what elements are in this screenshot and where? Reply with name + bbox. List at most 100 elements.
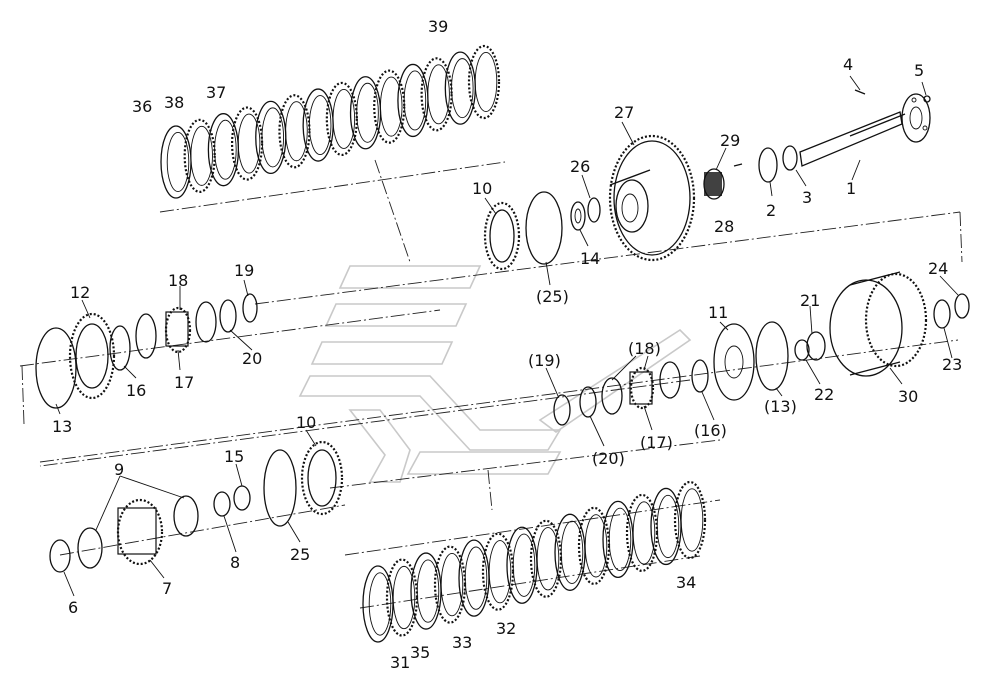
bottom-clutch-plate-stack (362, 480, 707, 643)
callout-20: 20 (242, 349, 262, 368)
callout-7: 7 (162, 579, 172, 598)
bottom-clutch-plate-inner (512, 533, 536, 597)
callout-39: 39 (428, 17, 448, 36)
bottom-clutch-plate (410, 552, 442, 630)
top-clutch-plate-inner (308, 95, 332, 156)
callout-10-lower: 10 (296, 413, 316, 432)
callout-25: 25 (290, 545, 310, 564)
bottom-clutch-plate-inner (392, 565, 416, 630)
shaft-part-1 (799, 89, 931, 167)
callout-10-upper: 10 (472, 179, 492, 198)
upper-small-parts (483, 191, 601, 271)
top-clutch-plate (397, 63, 429, 138)
callout-2: 2 (766, 201, 776, 220)
bottom-clutch-plate-inner (560, 520, 584, 584)
callout-22: 22 (814, 385, 834, 404)
top-clutch-plate-inner (237, 113, 261, 174)
callout-16-paren: (16) (694, 421, 727, 440)
assembly-axes (19, 159, 963, 609)
top-clutch-plate (302, 88, 334, 162)
bottom-clutch-plate-inner (368, 572, 392, 636)
middle-right-group (553, 271, 970, 426)
bottom-clutch-plate (481, 532, 515, 611)
top-clutch-plate-inner (379, 76, 403, 137)
callout-4: 4 (843, 55, 853, 74)
bottom-clutch-plate-inner (536, 527, 560, 591)
top-clutch-plate-inner (332, 88, 356, 149)
callout-17-paren: (17) (640, 433, 673, 452)
bottom-clutch-plate (433, 545, 467, 624)
callout-36: 36 (132, 97, 152, 116)
bottom-clutch-plate-inner (656, 494, 680, 559)
top-clutch-plate (349, 76, 382, 150)
top-clutch-plate-inner (474, 52, 498, 112)
bottom-clutch-plate-inner (416, 559, 440, 623)
callout-13-paren: (13) (764, 397, 797, 416)
top-clutch-plate-inner (356, 82, 379, 143)
snap-rings-2-3 (758, 145, 798, 183)
callout-28: 28 (714, 217, 734, 236)
callout-26: 26 (570, 157, 590, 176)
callout-24: 24 (928, 259, 948, 278)
bottom-clutch-plate (602, 500, 634, 579)
callout-38: 38 (164, 93, 184, 112)
callout-14: 14 (580, 249, 600, 268)
top-clutch-plate (160, 125, 192, 199)
bottom-clutch-plate-inner (440, 553, 464, 617)
top-clutch-plate-stack (160, 44, 501, 199)
callout-21: 21 (800, 291, 820, 310)
bottom-clutch-plate (506, 526, 538, 604)
top-clutch-plate-inner (285, 101, 308, 162)
callout-17: 17 (174, 373, 194, 392)
top-clutch-plate-inner (403, 70, 427, 131)
callout-18: 18 (168, 271, 188, 290)
callout-6: 6 (68, 598, 78, 617)
callout-30: 30 (898, 387, 918, 406)
top-clutch-plate (207, 113, 240, 187)
bottom-clutch-plate (625, 493, 659, 573)
bottom-clutch-plate (577, 506, 611, 585)
top-clutch-plate (444, 51, 476, 125)
callout-11: 11 (708, 303, 728, 322)
callout-1: 1 (846, 179, 856, 198)
bottom-clutch-plate (458, 539, 490, 617)
callout-25-paren: (25) (536, 287, 569, 306)
callout-3: 3 (802, 188, 812, 207)
bottom-clutch-plate-inner (632, 501, 656, 565)
callout-32: 32 (496, 619, 516, 638)
callout-35: 35 (410, 643, 430, 662)
bottom-clutch-plate (554, 513, 586, 591)
callout-13: 13 (52, 417, 72, 436)
bottom-clutch-plate-inner (680, 488, 704, 552)
bottom-clutch-plate (529, 519, 563, 598)
bottom-clutch-plate-inner (584, 514, 608, 578)
bottom-clutch-plate-inner (464, 546, 488, 610)
bottom-clutch-plate (385, 558, 419, 637)
callout-18-paren: (18) (628, 339, 661, 358)
callout-27: 27 (614, 103, 634, 122)
callout-5: 5 (914, 61, 924, 80)
bottom-clutch-plate (650, 487, 682, 566)
callout-19-paren: (19) (528, 351, 561, 370)
leader-lines (55, 75, 959, 597)
bottom-clutch-plate-inner (488, 540, 512, 604)
callout-12: 12 (70, 283, 90, 302)
top-clutch-plate-inner (427, 64, 450, 125)
top-clutch-plate-inner (261, 107, 285, 168)
callout-16: 16 (126, 381, 146, 400)
callout-29: 29 (720, 131, 740, 150)
callout-9: 9 (114, 460, 124, 479)
callout-20-paren: (20) (592, 449, 625, 468)
watermark-logo (298, 265, 692, 483)
callout-37: 37 (206, 83, 226, 102)
gear-part-27 (608, 134, 696, 262)
top-clutch-plate (467, 44, 501, 120)
callout-33: 33 (452, 633, 472, 652)
top-clutch-plate-inner (451, 58, 474, 119)
callout-8: 8 (230, 553, 240, 572)
top-clutch-plate (255, 100, 287, 175)
callout-19: 19 (234, 261, 254, 280)
middle-left-group (35, 293, 258, 409)
